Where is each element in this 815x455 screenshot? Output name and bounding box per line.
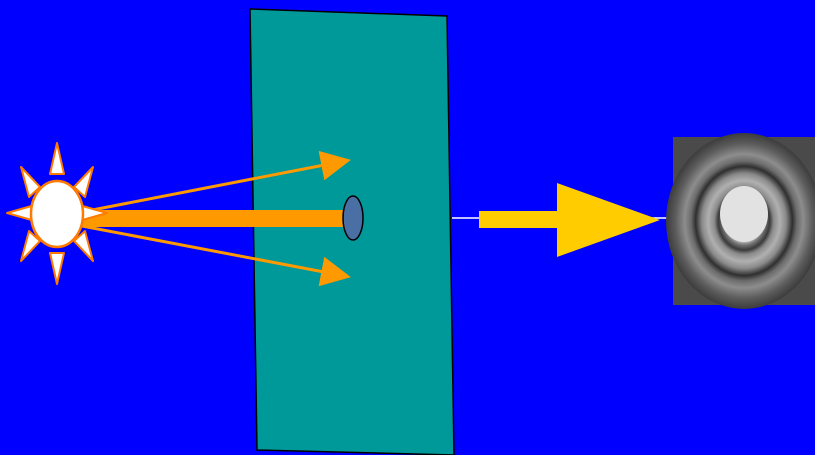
aperture-hole bbox=[343, 196, 363, 240]
main-light-beam bbox=[80, 210, 352, 227]
arrow-right-icon bbox=[479, 183, 660, 257]
diffraction-rings-icon bbox=[666, 133, 815, 309]
sun-icon bbox=[7, 143, 107, 284]
